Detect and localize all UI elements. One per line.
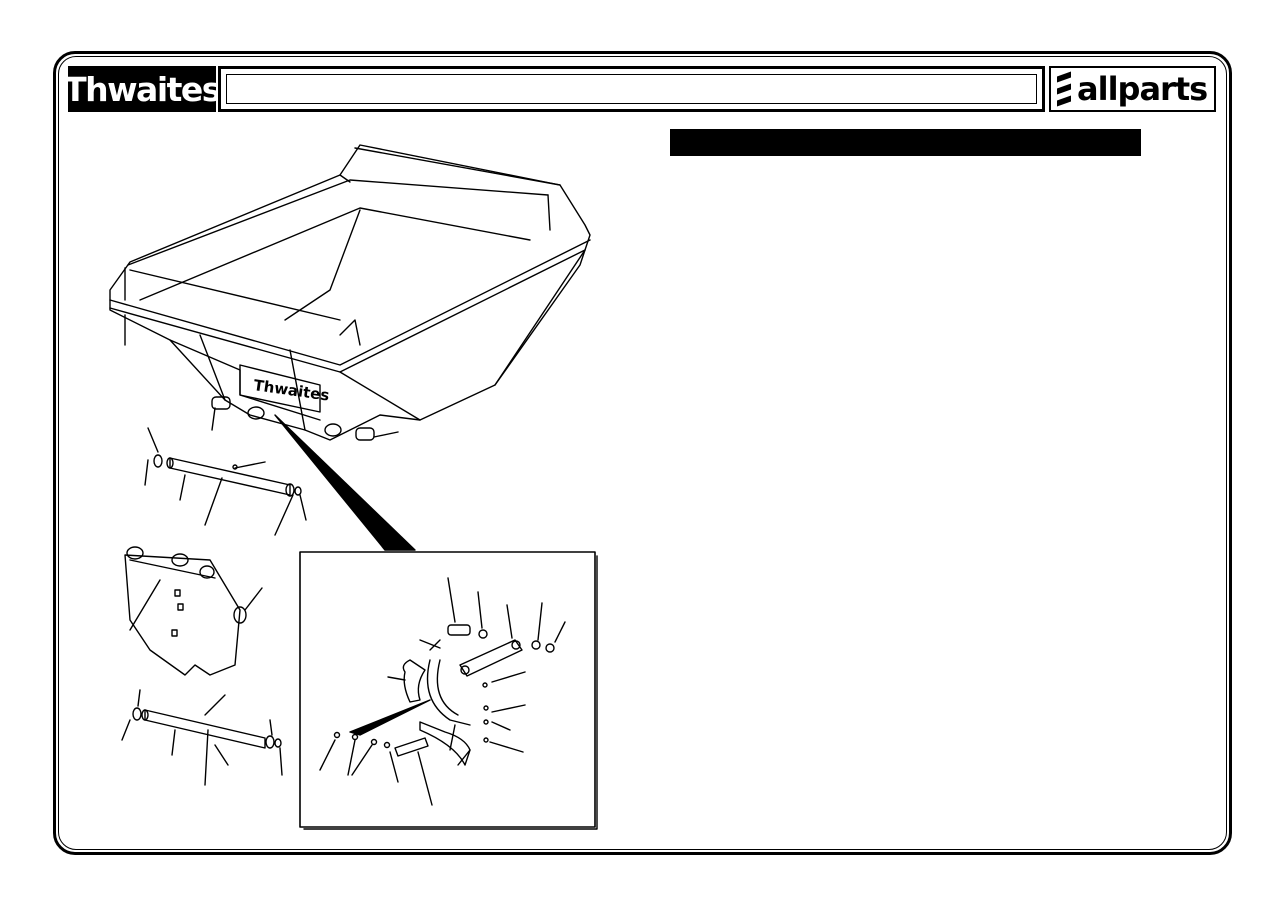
- title-bar: [218, 66, 1045, 112]
- allparts-logo: allparts: [1049, 66, 1216, 112]
- section-heading-bar: [670, 129, 1141, 156]
- allparts-logo-text: allparts: [1077, 70, 1208, 108]
- mounting-bracket: [124, 546, 263, 676]
- upper-pivot-pin: [144, 427, 307, 536]
- skip-front-plate: Thwaites: [239, 364, 331, 413]
- thwaites-logo: Thwaites: [64, 66, 221, 112]
- detail-linkage: [319, 577, 566, 806]
- sheet-outer-border: [53, 51, 1232, 855]
- thwaites-logo-text: Thwaites: [64, 69, 221, 109]
- title-bar-inner: [226, 74, 1037, 104]
- skip-body: [109, 144, 591, 441]
- lower-pivot-pin: [121, 689, 283, 786]
- sheet-inner-border: [58, 56, 1227, 850]
- detail-inset-box: [299, 551, 596, 828]
